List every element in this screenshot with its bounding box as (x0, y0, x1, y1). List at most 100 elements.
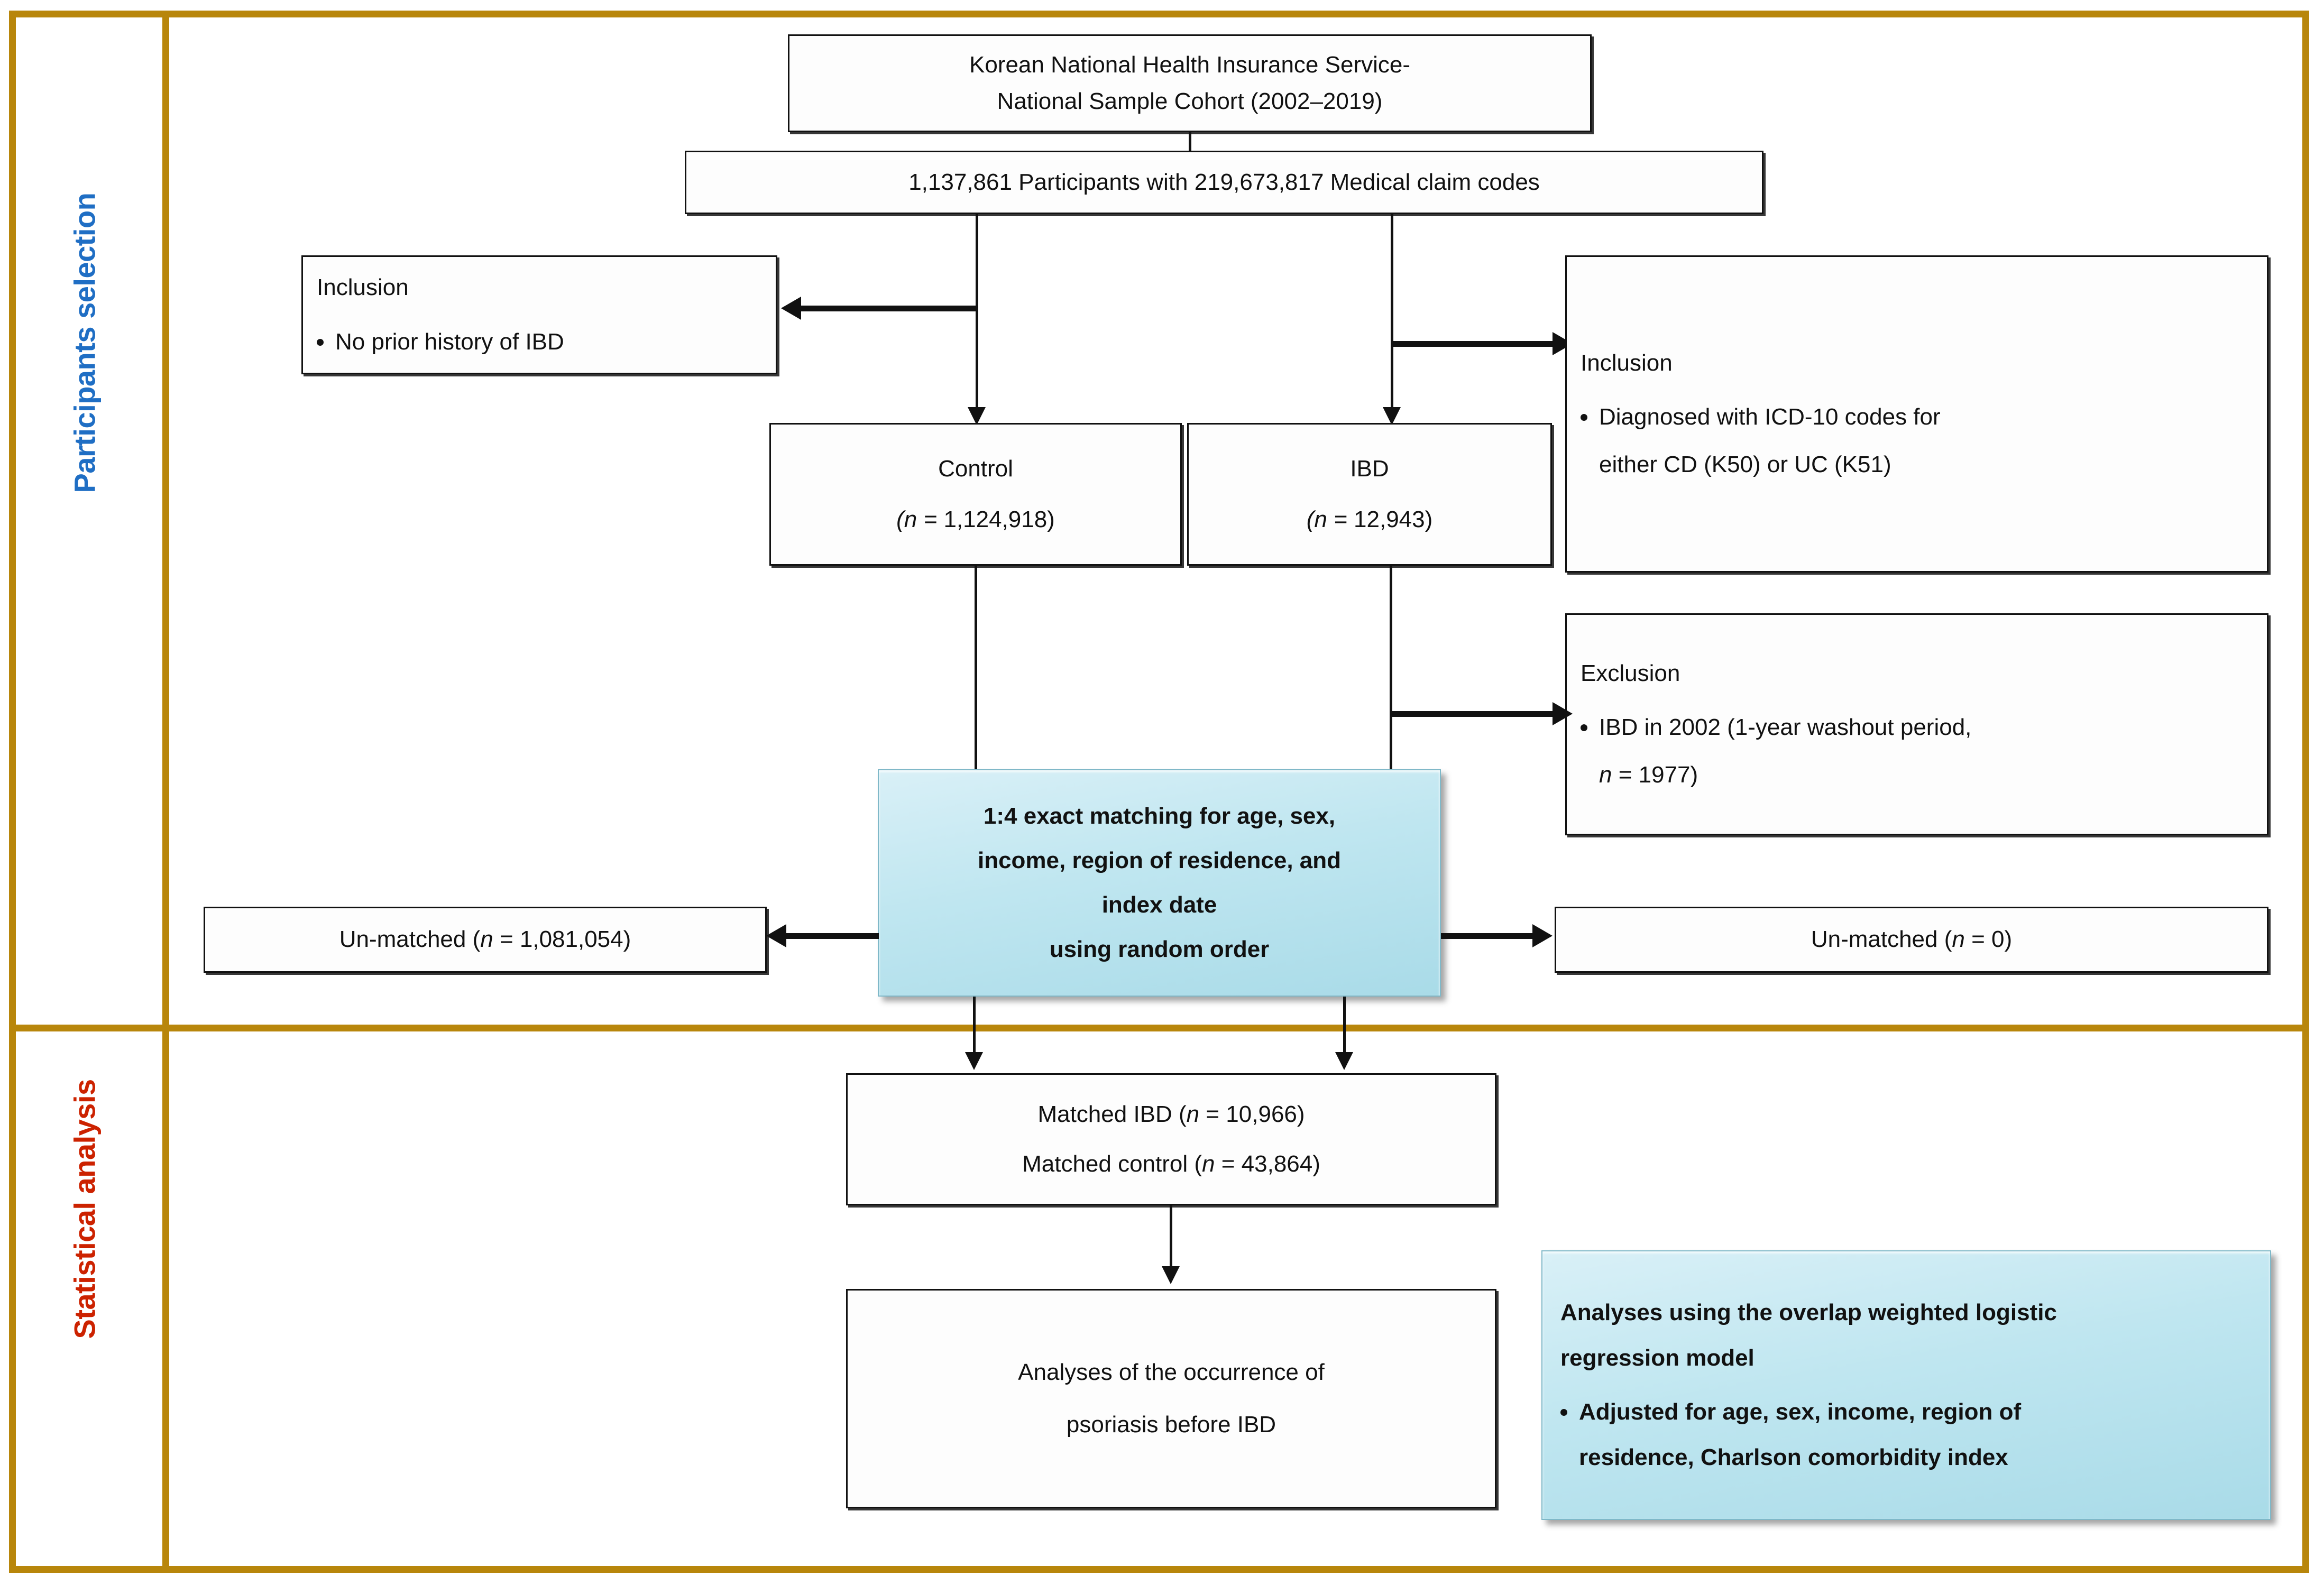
analyses-line2: psoriasis before IBD (1066, 1411, 1276, 1437)
connector-participants-right-trunk (1391, 214, 1393, 418)
matching-line3: index date (1101, 892, 1217, 918)
unmatched-ibd-value: = 0) (1964, 926, 2013, 953)
matching-line1: 1:4 exact matching for age, sex, (983, 803, 1336, 829)
matching-line2: income, region of residence, and (977, 847, 1342, 873)
model-line1: Analyses using the overlap weighted logi… (1560, 1299, 2057, 1325)
section-label-statistical-analysis: Statistical analysis (21, 1079, 148, 1339)
ibd-title: IBD (1350, 455, 1389, 482)
inclusion-control-bullet-text: No prior history of IBD (335, 328, 564, 355)
node-unmatched-ibd: Un-matched (n = 0) (1555, 907, 2268, 973)
bullet-dot-icon (1581, 413, 1587, 421)
connector-participants-left-trunk (976, 214, 978, 418)
unmatched-ibd-n-symbol: n (1952, 926, 1965, 953)
inclusion-control-header: Inclusion (317, 274, 409, 301)
inclusion-control-bullet: No prior history of IBD (317, 324, 762, 360)
model-bullet-line1: Adjusted for age, sex, income, region of (1579, 1399, 2022, 1425)
arrow-to-inclusion-control (781, 297, 801, 320)
statistical-analysis-text: Statistical analysis (68, 1079, 102, 1339)
arrow-right-to-matched (1335, 1052, 1353, 1070)
connector-matching-to-unmatched-ibd (1441, 933, 1533, 939)
matched-control-n-symbol: n (1202, 1151, 1215, 1177)
unmatched-control-value: = 1,081,054) (493, 926, 631, 953)
exclusion-ibd-n-value: = 1977) (1612, 762, 1698, 788)
inclusion-ibd-bullet-text: Diagnosed with ICD-10 codes for either C… (1599, 399, 2253, 483)
connector-ibd-to-exclusion (1391, 711, 1554, 717)
data-source-line2: National Sample Cohort (2002–2019) (997, 88, 1383, 114)
arrow-to-analyses (1162, 1266, 1180, 1284)
unmatched-control-n-symbol: n (480, 926, 493, 953)
bullet-dot-icon (317, 338, 324, 346)
matched-ibd-line: Matched IBD (n = 10,966) (861, 1096, 1481, 1132)
matched-ibd-prefix: Matched IBD ( (1037, 1101, 1187, 1127)
data-source-line1: Korean National Health Insurance Service… (969, 52, 1410, 78)
arrow-to-exclusion-ibd (1553, 702, 1573, 725)
exclusion-ibd-bullet-line2: n = 1977) (1599, 757, 2253, 793)
inclusion-ibd-bullet: Diagnosed with ICD-10 codes for either C… (1581, 399, 2253, 483)
ibd-n-prefix: (n = (1306, 506, 1354, 532)
node-inclusion-control: Inclusion No prior history of IBD (301, 255, 777, 374)
node-matched-cohorts: Matched IBD (n = 10,966) Matched control… (846, 1073, 1496, 1205)
connector-matching-to-unmatched-control (786, 933, 879, 939)
connector-ibd-to-matching (1390, 566, 1392, 772)
arrow-left-to-matched (965, 1052, 983, 1070)
model-bullet: Adjusted for age, sex, income, region of… (1560, 1394, 2252, 1476)
section-label-participants-selection: Participants selection (21, 193, 148, 493)
unmatched-ibd-text: Un-matched (n = 0) (1556, 921, 2267, 957)
control-n-prefix: (n = (896, 506, 944, 532)
connector-matched-to-analyses (1170, 1205, 1172, 1274)
matched-control-line: Matched control (n = 43,864) (861, 1146, 1481, 1182)
model-bullet-text: Adjusted for age, sex, income, region of… (1579, 1394, 2252, 1476)
exclusion-ibd-bullet-text: IBD in 2002 (1-year washout period, n = … (1599, 709, 2253, 793)
node-data-source: Korean National Health Insurance Service… (788, 34, 1592, 132)
node-control-cohort: Control (n = 1,124,918) (769, 423, 1182, 566)
inclusion-ibd-bullet-line1: Diagnosed with ICD-10 codes for (1599, 403, 1941, 430)
arrow-to-control-box (968, 407, 986, 425)
inclusion-ibd-header: Inclusion (1581, 349, 1673, 376)
outer-frame (9, 11, 2309, 1573)
frame-row-divider (9, 1025, 2309, 1031)
connector-to-inclusion-ibd (1392, 341, 1554, 347)
control-count: (n = 1,124,918) (785, 502, 1166, 538)
matching-line4: using random order (1049, 936, 1270, 963)
bullet-dot-icon (1560, 1409, 1567, 1416)
arrow-to-unmatched-ibd (1532, 924, 1553, 947)
control-title: Control (938, 455, 1013, 482)
connector-source-to-participants (1189, 132, 1191, 151)
connector-matching-left-to-matched (973, 997, 976, 1060)
matched-control-prefix: Matched control ( (1022, 1151, 1202, 1177)
node-statistical-model: Analyses using the overlap weighted logi… (1541, 1250, 2271, 1520)
participants-selection-text: Participants selection (68, 192, 102, 493)
connector-matching-right-to-matched (1343, 997, 1346, 1060)
model-line2: regression model (1560, 1344, 1755, 1371)
node-participants-total: 1,137,861 Participants with 219,673,817 … (685, 151, 1763, 214)
exclusion-ibd-header: Exclusion (1581, 660, 1680, 686)
node-analyses-outcome: Analyses of the occurrence of psoriasis … (846, 1289, 1496, 1508)
ibd-count: (n = 12,943) (1202, 502, 1537, 538)
arrow-to-ibd-box (1383, 407, 1401, 425)
inclusion-ibd-bullet-line2: either CD (K50) or UC (K51) (1599, 451, 1891, 478)
unmatched-control-text: Un-matched (n = 1,081,054) (205, 921, 765, 957)
participants-total-text: 1,137,861 Participants with 219,673,817 … (908, 169, 1540, 195)
bullet-dot-icon (1581, 724, 1587, 731)
connector-control-to-matching (975, 566, 977, 772)
model-bullet-line2: residence, Charlson comorbidity index (1579, 1444, 2008, 1471)
node-exclusion-ibd: Exclusion IBD in 2002 (1-year washout pe… (1565, 613, 2268, 835)
node-unmatched-control: Un-matched (n = 1,081,054) (204, 907, 767, 973)
ibd-n-value: 12,943) (1354, 506, 1433, 532)
frame-column-divider (162, 11, 169, 1573)
node-ibd-cohort: IBD (n = 12,943) (1187, 423, 1552, 566)
exclusion-ibd-bullet: IBD in 2002 (1-year washout period, n = … (1581, 709, 2253, 793)
matched-ibd-value: = 10,966) (1199, 1101, 1305, 1127)
matched-ibd-n-symbol: n (1186, 1101, 1200, 1127)
unmatched-ibd-prefix: Un-matched ( (1811, 926, 1952, 953)
unmatched-control-prefix: Un-matched ( (339, 926, 481, 953)
matched-control-value: = 43,864) (1215, 1151, 1320, 1177)
connector-to-inclusion-control (801, 306, 977, 311)
exclusion-ibd-n-symbol: n (1599, 762, 1612, 788)
node-matching-criteria: 1:4 exact matching for age, sex, income,… (878, 769, 1441, 997)
exclusion-ibd-bullet-line1: IBD in 2002 (1-year washout period, (1599, 714, 1972, 740)
control-n-value: 1,124,918) (943, 506, 1055, 532)
analyses-line1: Analyses of the occurrence of (1018, 1359, 1325, 1386)
arrow-to-unmatched-control (766, 924, 786, 947)
